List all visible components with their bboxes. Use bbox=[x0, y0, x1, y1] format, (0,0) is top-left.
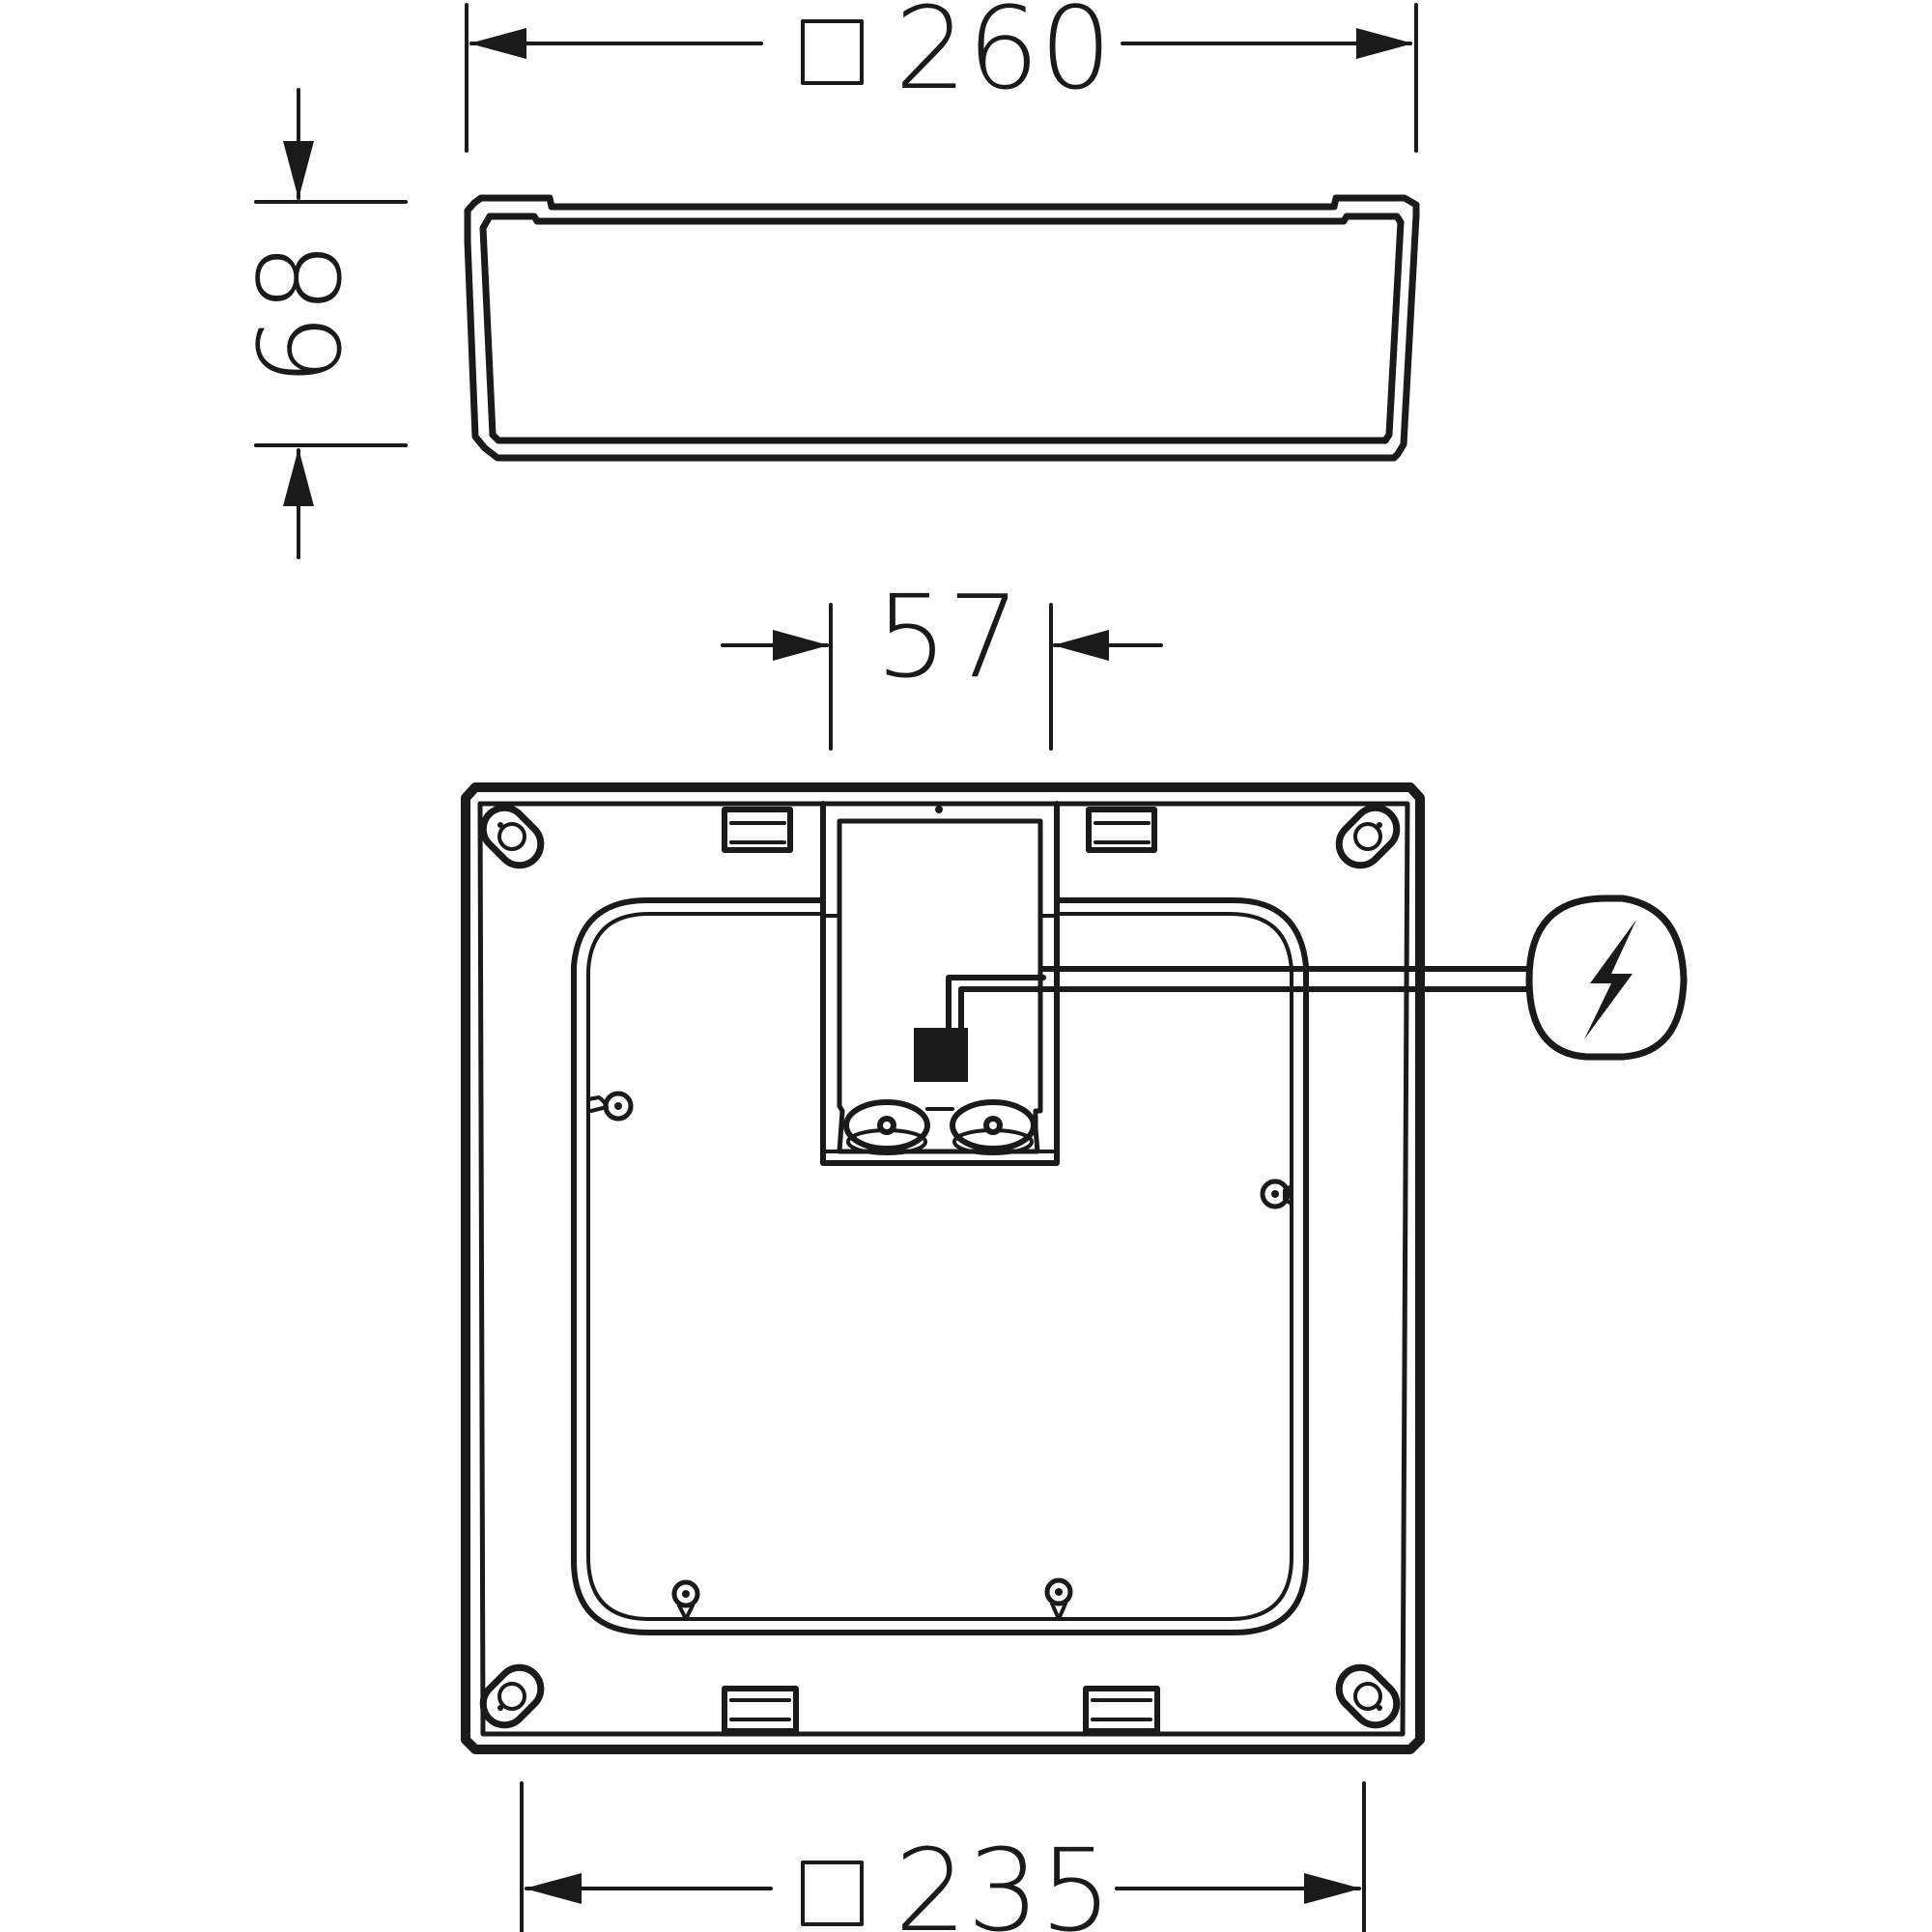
terminal-connector-right bbox=[950, 1099, 1037, 1155]
power-cable bbox=[914, 966, 1529, 1082]
top-tab-left bbox=[722, 807, 793, 853]
dimension-height: 68 bbox=[234, 88, 408, 559]
terminal-connector-left bbox=[843, 1099, 930, 1155]
bottom-tab-left bbox=[722, 1686, 799, 1734]
keyhole-bottom-left bbox=[671, 1579, 700, 1621]
square-symbol-bottom bbox=[801, 1861, 864, 1926]
top-tab-right bbox=[1086, 807, 1157, 853]
square-symbol bbox=[801, 19, 864, 85]
bottom-tab-right bbox=[1083, 1686, 1160, 1734]
dimension-label-bottom: 235 bbox=[895, 1824, 1112, 1932]
dimension-label-top: 260 bbox=[895, 0, 1112, 115]
dimension-label-height: 68 bbox=[234, 242, 367, 386]
side-view-profile bbox=[464, 194, 1420, 462]
plan-view bbox=[461, 782, 1688, 1754]
inner-plate bbox=[571, 897, 1309, 1635]
mounting-hole-top-left bbox=[479, 804, 545, 869]
dimension-label-center: 57 bbox=[875, 570, 1020, 703]
keyhole-bottom-right bbox=[1044, 1577, 1073, 1621]
mounting-hole-top-right bbox=[1335, 804, 1401, 869]
dimension-bottom-width: 235 bbox=[520, 1781, 1366, 1932]
dimension-top-width: 260 bbox=[465, 0, 1418, 153]
mounting-hole-bottom-left bbox=[479, 1663, 545, 1729]
dimension-center-width: 57 bbox=[721, 570, 1163, 751]
keyhole-right bbox=[1260, 1179, 1293, 1209]
lightning-bolt-icon bbox=[1525, 895, 1688, 1061]
terminal-box bbox=[820, 801, 1060, 1166]
keyhole-left bbox=[586, 1091, 634, 1122]
mounting-hole-bottom-right bbox=[1335, 1663, 1401, 1729]
